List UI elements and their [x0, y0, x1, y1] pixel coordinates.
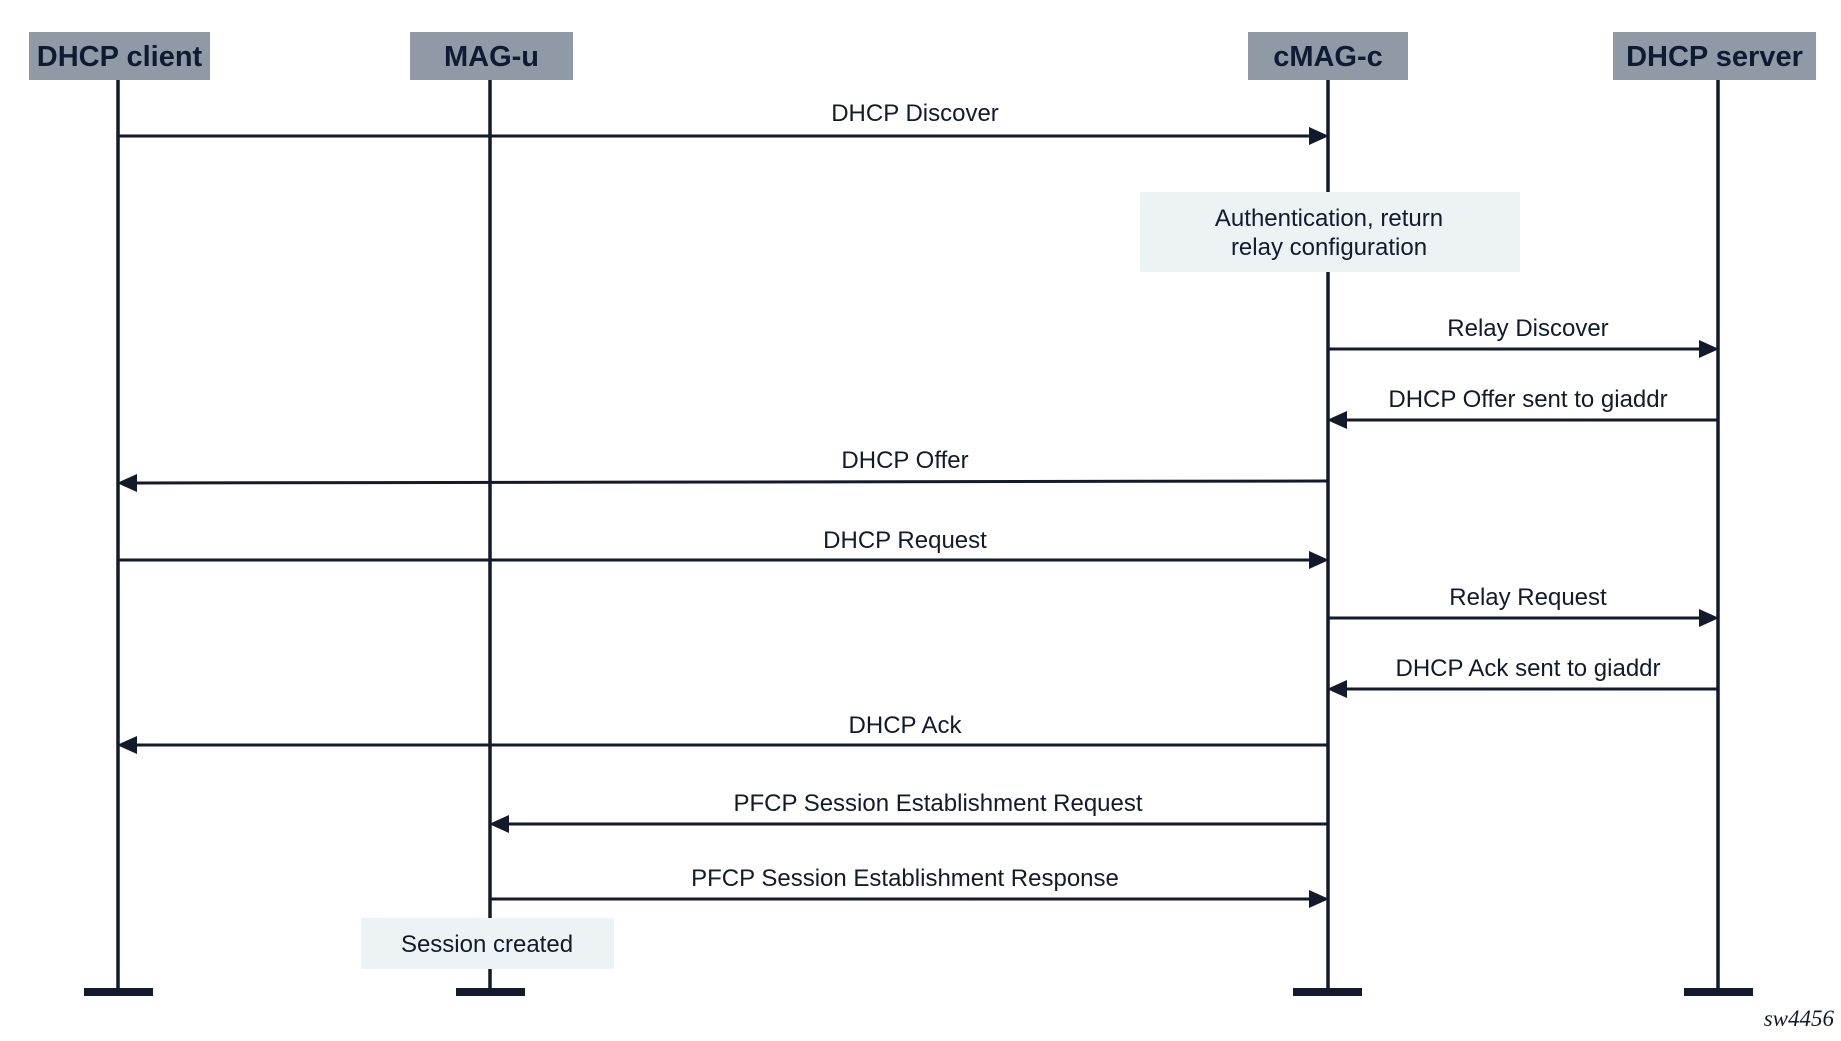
lifeline-end-mag-u [456, 988, 525, 996]
arrow-right-icon [1699, 340, 1719, 358]
participant-label: MAG-u [444, 41, 539, 73]
lifeline-ends [84, 988, 1753, 996]
arrow-left-icon [1327, 680, 1347, 698]
arrow-right-icon [1309, 551, 1329, 569]
arrow-right-icon [1309, 890, 1329, 908]
message-label: PFCP Session Establishment Response [691, 865, 1119, 892]
message-label: Relay Discover [1447, 315, 1608, 342]
arrow-right-icon [1309, 127, 1329, 145]
message-label: DHCP Offer [841, 447, 968, 474]
message-relay-discover: Relay Discover [1328, 315, 1719, 358]
participant-label: DHCP server [1626, 41, 1803, 73]
message-dhcp-ack: DHCP Ack [117, 712, 1328, 754]
message-label: DHCP Request [823, 527, 987, 554]
message-relay-request: Relay Request [1328, 584, 1719, 627]
note-authentication: Authentication, return relay configurati… [1140, 192, 1520, 272]
lifeline-end-dhcp-client [84, 988, 153, 996]
message-label: DHCP Offer sent to giaddr [1388, 386, 1667, 413]
participant-label: DHCP client [37, 41, 203, 73]
note-line: Session created [401, 931, 573, 958]
participant-cmag-c: cMAG-c [1248, 32, 1408, 80]
arrow-left-icon [489, 815, 509, 833]
message-dhcp-offer-giaddr: DHCP Offer sent to giaddr [1327, 386, 1718, 429]
message-pfcp-response: PFCP Session Establishment Response [490, 865, 1329, 908]
participant-label: cMAG-c [1273, 41, 1383, 73]
note-session-created: Session created [361, 918, 614, 969]
participant-dhcp-server: DHCP server [1613, 32, 1816, 80]
message-label: DHCP Ack sent to giaddr [1395, 655, 1660, 682]
message-dhcp-ack-giaddr: DHCP Ack sent to giaddr [1327, 655, 1718, 698]
note-line: relay configuration [1231, 234, 1427, 261]
arrow-left-icon [117, 474, 137, 492]
arrow-left-icon [117, 736, 137, 754]
participant-mag-u: MAG-u [410, 32, 573, 80]
figure-id: sw4456 [1764, 1006, 1835, 1031]
message-dhcp-discover: DHCP Discover [118, 100, 1329, 145]
lifeline-end-cmag-c [1293, 988, 1362, 996]
message-pfcp-request: PFCP Session Establishment Request [489, 790, 1328, 833]
message-label: DHCP Ack [849, 712, 963, 739]
message-dhcp-request: DHCP Request [118, 527, 1329, 569]
participant-dhcp-client: DHCP client [29, 32, 210, 80]
message-label: PFCP Session Establishment Request [733, 790, 1142, 817]
arrow-right-icon [1699, 609, 1719, 627]
arrow-left-icon [1327, 411, 1347, 429]
message-dhcp-offer: DHCP Offer [117, 447, 1329, 492]
note-line: Authentication, return [1215, 205, 1443, 232]
message-label: DHCP Discover [831, 100, 999, 127]
message-label: Relay Request [1449, 584, 1607, 611]
lifeline-end-dhcp-server [1684, 988, 1753, 996]
